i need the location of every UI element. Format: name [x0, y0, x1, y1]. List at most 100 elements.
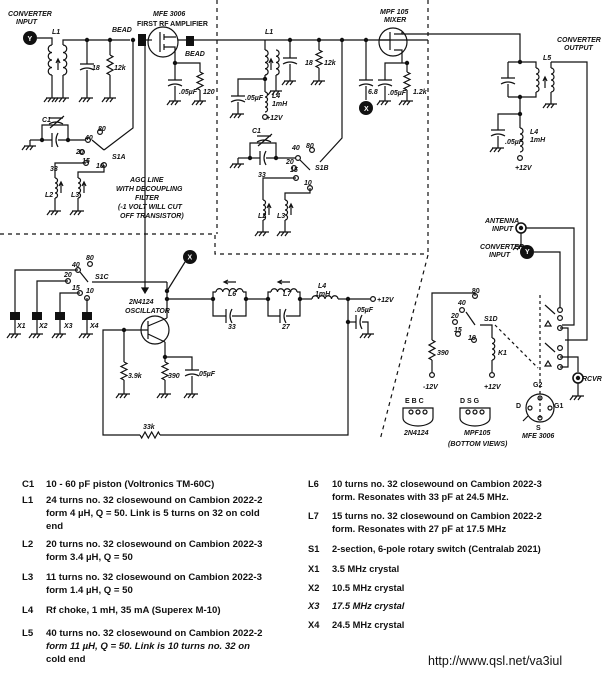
x-node-icon: [359, 101, 373, 115]
l2-icon: [54, 177, 59, 199]
label-r12k: 12k: [114, 65, 127, 72]
terminal: [429, 372, 436, 379]
agc-arrow-icon: [140, 287, 150, 295]
wire: [362, 321, 369, 328]
terminal: [452, 319, 459, 326]
label-out-c: .05µF: [505, 139, 524, 146]
part-ref: X4: [308, 620, 320, 630]
terminal: [471, 337, 478, 344]
package-tab: [522, 415, 529, 422]
ground-icon: [229, 108, 244, 119]
pin: [472, 409, 478, 415]
source-url[interactable]: http://www.qsl.net/va3iul: [428, 654, 563, 668]
label-mixer-pos-15: 15: [290, 167, 298, 174]
r120-icon: [195, 71, 205, 91]
ferrite-bead-icon: [186, 36, 194, 46]
npn-symbol: [138, 317, 168, 343]
label-neg-supply: -12V: [423, 384, 439, 391]
label-x1: X1: [16, 323, 26, 330]
part-line: 15 turns no. 32 closewound on Cambion 20…: [332, 511, 542, 521]
ground-icon: [166, 95, 181, 106]
terminal: [516, 155, 523, 162]
part-line: cold end: [46, 654, 86, 665]
ground-icon: [21, 140, 36, 151]
l5-tuning-cap-icon: [500, 77, 516, 85]
mosfet-symbol: [159, 32, 176, 63]
part-desc: 10 turns no. 32 closewound on Cambion 20…: [332, 478, 598, 504]
l5-primary-icon: [535, 67, 540, 93]
wire: [37, 37, 53, 45]
converter-input-jack-2: [520, 245, 534, 259]
wire: [212, 299, 226, 317]
label-mixer-pos-10: 10: [304, 180, 312, 187]
label-s1d: S1D: [484, 316, 498, 323]
label-osc-l4-value: 1mH: [315, 291, 331, 298]
ground-icon: [376, 95, 391, 106]
label-r-emitter: 390: [168, 373, 180, 380]
part-line: Rf choke, 1 mH, 35 mA (Superex M-10): [46, 605, 221, 616]
label-converter-input: CONVERTER: [8, 11, 52, 18]
part-line: end: [46, 521, 64, 532]
part-ref: X2: [308, 583, 320, 593]
label-mixer-c1: C1: [252, 128, 261, 135]
relay-contact: [544, 304, 556, 315]
wire: [102, 329, 140, 436]
wire: [297, 291, 301, 299]
part-desc: 24 turns no. 32 closewound on Cambion 20…: [46, 494, 284, 533]
agc-note-2: WITH DECOUPLING: [116, 186, 183, 193]
label-c33: 33: [50, 166, 58, 173]
relay-contact: [544, 342, 556, 353]
part-l7: L7 15 turns no. 32 closewound on Cambion …: [308, 510, 598, 536]
wire: [41, 124, 69, 140]
label-antenna-input-2: INPUT: [492, 226, 514, 233]
ground-icon: [569, 390, 584, 401]
part-desc: 15 turns no. 32 closewound on Cambion 20…: [332, 510, 598, 536]
label-mixer-r-source: 1.2k: [413, 89, 428, 96]
label-pos-15: 15: [82, 158, 90, 165]
mixer-r12k-icon: [314, 49, 324, 69]
tuning-arrow-icon: [268, 57, 274, 70]
label-l7: L7: [283, 291, 292, 298]
mixer-c33-icon: [259, 150, 267, 166]
label-pos-supply: +12V: [484, 384, 502, 391]
label-mixer-l3: L3: [277, 213, 285, 220]
wire: [267, 291, 271, 299]
part-line: 11 turns no. 32 closewound on Cambion 20…: [46, 572, 262, 583]
part-desc: 24.5 MHz crystal: [332, 620, 405, 630]
ground-icon: [281, 75, 296, 86]
relay-40: 40: [457, 300, 466, 307]
label-x3: X3: [63, 323, 73, 330]
part-desc: 40 turns no. 32 closewound on Cambion 20…: [46, 627, 284, 666]
pin-g2: G2: [533, 382, 542, 389]
wire: [560, 327, 569, 368]
ground-icon: [69, 205, 84, 216]
part-ref: L7: [308, 511, 319, 521]
wire: [212, 291, 216, 299]
mfe3006-package-icon: [525, 393, 555, 423]
pin-g1: G1: [554, 403, 563, 410]
wire: [165, 356, 193, 370]
ground-icon: [43, 92, 58, 103]
wire: [160, 300, 349, 436]
osc-x-label: X: [188, 255, 193, 262]
label-mixer-c33: 33: [258, 172, 266, 179]
label-pos-10: 10: [96, 163, 104, 170]
part-ref: L3: [22, 572, 34, 583]
part-ref: C1: [22, 479, 35, 490]
label-x4: X4: [89, 323, 99, 330]
label-mfe3006: MFE 3006: [153, 11, 185, 18]
part-line: 10 turns no. 32 closewound on Cambion 20…: [332, 479, 542, 489]
part-ref: L1: [22, 495, 34, 506]
mixer-l2-icon: [262, 199, 267, 221]
terminal: [262, 113, 269, 120]
part-l3: L3 11 turns no. 32 closewound on Cambion …: [22, 571, 284, 597]
wire: [284, 188, 311, 200]
mixer-l1-secondary-icon: [275, 49, 280, 76]
terminal: [455, 331, 462, 338]
tuning-arrow-icon: [222, 279, 236, 285]
terminal: [489, 372, 496, 379]
